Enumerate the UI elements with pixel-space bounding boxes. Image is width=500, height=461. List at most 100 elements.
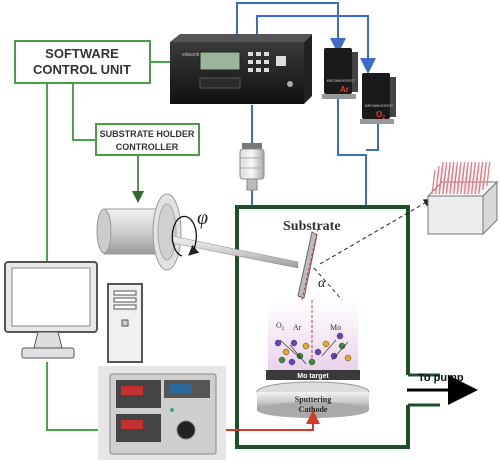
cathode-label-line2: Cathode [299, 405, 328, 414]
motor-end [96, 208, 112, 254]
holder-label-line2: CONTROLLER [116, 142, 179, 152]
nanorod [445, 169, 451, 195]
mo-target-label: Mo target [297, 373, 329, 380]
rack-knob [287, 81, 293, 87]
mfc-ar-brand: BRONKHORST [327, 78, 356, 83]
cathode-label-line1: Sputtering [295, 395, 331, 404]
mo-target [266, 370, 360, 380]
nanorod [470, 169, 476, 195]
sample-arrow [319, 198, 432, 265]
vacuum-chamber: To pump Substrate O2 Ar Mo Mo target Spu… [235, 205, 478, 449]
monitor-screen [11, 267, 91, 327]
pc-power-button [121, 319, 129, 327]
control-lines [46, 61, 170, 431]
monitor-neck [33, 331, 63, 349]
gauge-neck [246, 178, 258, 191]
rack-top [170, 34, 312, 42]
mfc-o2-label: O2 [376, 110, 385, 121]
phi-symbol: φ [197, 207, 208, 229]
software-label-line1: SOFTWARE [45, 46, 119, 61]
gas-line-o2-in [256, 15, 376, 74]
mfc-o2-side [390, 77, 396, 117]
nanorod [449, 169, 454, 195]
chamber-walls [235, 205, 410, 449]
rotation-arrow [171, 215, 200, 257]
sample-side [482, 180, 498, 236]
plasma-particles [274, 332, 352, 366]
pc-to-powersupply-line [46, 362, 108, 431]
mo-species-label: Mo [330, 323, 341, 332]
nanorod [431, 169, 436, 195]
psu-knob [176, 420, 196, 440]
nanorod [478, 169, 483, 195]
pressure-gauge [239, 143, 265, 191]
nanorod [467, 169, 472, 195]
rack-panel [199, 77, 241, 89]
nanorod [482, 165, 487, 191]
alpha-symbol: α [318, 276, 326, 291]
mfc-o2-body [362, 73, 390, 119]
rack-brand: edwards [182, 52, 201, 58]
mfc-o2-base [360, 119, 394, 124]
nanorod [452, 169, 458, 195]
nanorod [438, 169, 443, 195]
nanorod [463, 169, 469, 195]
software-label-line2: CONTROL UNIT [33, 62, 131, 77]
holder-controller-box [95, 123, 200, 156]
mfc-o2: BRONKHORST O2 [360, 73, 396, 124]
rack-buttons [248, 52, 286, 72]
monitor-base [21, 347, 75, 359]
mfc-o2-brand: BRONKHORST [365, 103, 394, 108]
gas-line-o2-out [366, 120, 379, 151]
sample-front [427, 195, 484, 235]
nanorod [486, 161, 491, 187]
pc-drive-3 [113, 304, 137, 310]
psu-display-2 [170, 384, 192, 393]
mfc-ar-label: Ar [340, 85, 349, 94]
mfc-ar-base [322, 94, 356, 99]
psu-display-3 [121, 420, 143, 429]
psu-led [170, 408, 174, 412]
nanorod [456, 169, 461, 195]
software-control-unit: SOFTWARE CONTROL UNIT [14, 40, 151, 84]
substrate-plate [297, 231, 318, 299]
ar-species-label: Ar [293, 323, 302, 332]
psu-display-1 [121, 386, 143, 395]
nanorod [460, 169, 465, 195]
power-supply [98, 366, 226, 460]
nanostructure-sample [426, 161, 499, 236]
mfc-ar: BRONKHORST Ar [322, 48, 358, 99]
alpha-line [313, 267, 343, 301]
gauge-cap [242, 143, 262, 149]
software-control-unit-box [14, 40, 151, 84]
power-line [226, 410, 320, 431]
gas-line-ar-out [337, 95, 367, 205]
nanorod [434, 169, 440, 195]
o2-species-label: O2 [276, 321, 285, 332]
rack-side [304, 34, 312, 104]
motor-flange-inner [157, 203, 177, 261]
to-pump-label: To pump [418, 372, 464, 384]
gauge-body [239, 148, 265, 180]
substrate-normal [301, 227, 319, 301]
gas-line-ar-in [236, 2, 346, 54]
holder-label-line1: SUBSTRATE HOLDER [100, 129, 195, 139]
rack-display [199, 51, 241, 71]
software-to-holder-line [72, 83, 96, 141]
pc-drive-1 [113, 290, 137, 296]
computer [4, 261, 143, 363]
rotation-motor: φ [96, 193, 299, 271]
motor-body [103, 208, 157, 255]
nanorod [442, 169, 447, 195]
gauge-controller-rack: edwards [170, 34, 312, 104]
pc-drive-2 [113, 297, 137, 303]
mfc-ar-side [352, 52, 358, 92]
particle-trajectories [279, 339, 349, 365]
substrate-holder-controller: SUBSTRATE HOLDER CONTROLLER [95, 123, 200, 156]
gas-lines [236, 2, 379, 205]
nanorod [474, 169, 479, 195]
substrate-label: Substrate [283, 219, 341, 234]
nanorods [431, 161, 491, 195]
mfc-ar-body [324, 48, 352, 94]
